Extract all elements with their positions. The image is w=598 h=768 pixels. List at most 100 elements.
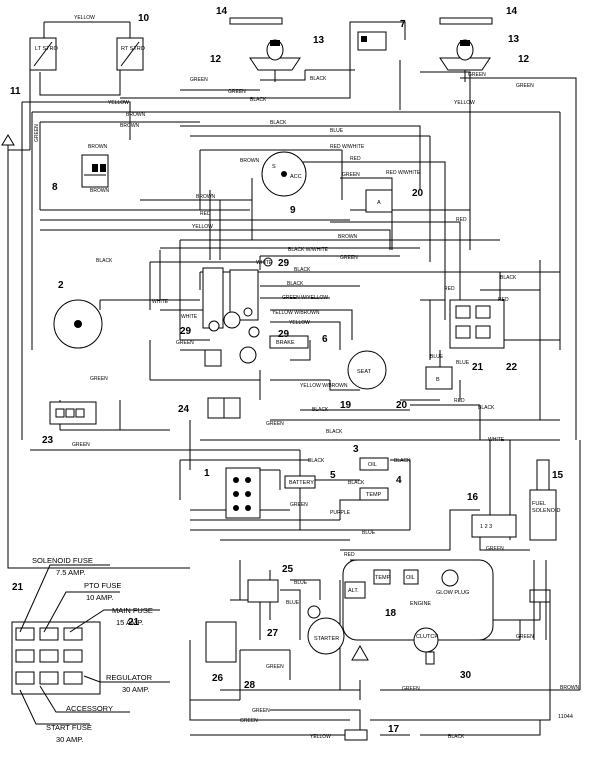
engine: ENGINE TEMP OIL ALT. GLOW PLUG	[342, 559, 494, 641]
svg-text:YELLOW W/BROWN: YELLOW W/BROWN	[272, 310, 320, 316]
svg-text:TEMP: TEMP	[366, 492, 382, 498]
wire-labels: YELLOW GREEN BLACK GREEN GREEN GREEN BLA…	[34, 15, 580, 740]
main-connector	[225, 467, 261, 519]
callout-15: 15	[552, 470, 564, 481]
regulator: 1 2 3	[471, 514, 517, 538]
callout-6: 6	[322, 334, 328, 345]
svg-text:BLACK: BLACK	[326, 429, 343, 435]
fuse-slots	[15, 627, 83, 685]
start-fuse-amp: 30 AMP.	[56, 735, 83, 744]
regulator-label: REGULATOR	[106, 673, 153, 682]
svg-text:GREEN: GREEN	[340, 255, 358, 261]
diode-module	[49, 401, 97, 425]
svg-text:GREEN: GREEN	[252, 708, 270, 714]
solenoid-fuse-amp: 7.5 AMP.	[56, 568, 85, 577]
solenoid-fuse-label: SOLENOID FUSE	[32, 556, 93, 565]
svg-text:RED: RED	[444, 286, 455, 292]
svg-text:WHITE: WHITE	[181, 314, 198, 320]
lt-strobe-label: LT STRO	[35, 46, 58, 52]
svg-text:GREEN: GREEN	[228, 89, 246, 95]
regulator-amp: 30 AMP.	[122, 685, 149, 694]
beacon-lamp-right	[439, 39, 491, 82]
svg-text:WHITE: WHITE	[256, 260, 273, 266]
svg-text:ALT.: ALT.	[348, 588, 359, 594]
ground-symbol	[1, 134, 369, 661]
svg-text:GREEN: GREEN	[516, 83, 534, 89]
svg-text:BROWN: BROWN	[126, 112, 146, 118]
svg-text:YELLOW: YELLOW	[289, 320, 310, 326]
inline-fuse	[344, 729, 368, 741]
central-harness-connectors	[202, 257, 273, 367]
svg-text:BLACK: BLACK	[308, 458, 325, 464]
svg-text:BLUE: BLUE	[330, 128, 344, 134]
svg-text:BLACK: BLACK	[250, 97, 267, 103]
svg-text:SOLENOID: SOLENOID	[532, 508, 560, 514]
start-fuse-label: START FUSE	[46, 723, 92, 732]
svg-text:BROWN: BROWN	[90, 188, 110, 194]
svg-text:BLACK: BLACK	[270, 120, 287, 126]
svg-text:GREEN W/YELLOW: GREEN W/YELLOW	[282, 295, 328, 301]
light-switch	[357, 31, 387, 51]
callout-21-fuse-right: 21	[128, 617, 140, 628]
pto-fuse-amp: 10 AMP.	[86, 593, 113, 602]
rt-strobe-label: RT STRO	[121, 46, 146, 52]
callout-7: 7	[400, 19, 406, 30]
callout-29c: 29	[278, 329, 290, 340]
svg-text:GREEN: GREEN	[266, 664, 284, 670]
callout-5: 5	[330, 470, 336, 481]
svg-text:BLUE: BLUE	[430, 354, 444, 360]
svg-text:BLACK: BLACK	[448, 734, 465, 740]
seat-switch: SEAT	[347, 350, 387, 390]
svg-text:RED: RED	[456, 217, 467, 223]
callout-13: 13	[313, 35, 325, 46]
svg-text:GREEN: GREEN	[486, 546, 504, 552]
svg-text:RED W/WHITE: RED W/WHITE	[330, 144, 365, 150]
svg-text:BROWN: BROWN	[120, 123, 140, 129]
svg-text:GREEN: GREEN	[402, 686, 420, 692]
callout-3: 3	[353, 444, 359, 455]
brake-switch: BRAKE	[269, 335, 309, 349]
svg-text:GREEN: GREEN	[34, 124, 40, 142]
svg-text:BLUE: BLUE	[286, 600, 300, 606]
svg-text:WHITE: WHITE	[488, 437, 505, 443]
callout-26: 26	[212, 673, 224, 684]
svg-text:BLACK: BLACK	[478, 405, 495, 411]
callout-17: 17	[388, 724, 400, 735]
callout-10: 10	[138, 13, 150, 24]
svg-text:BROWN: BROWN	[240, 158, 260, 164]
svg-text:BROWN: BROWN	[338, 234, 358, 240]
accessory-label: ACCESSORY	[66, 704, 113, 713]
relay-bank-right	[449, 299, 505, 349]
svg-text:YELLOW: YELLOW	[108, 100, 129, 106]
svg-text:GREEN: GREEN	[468, 72, 486, 78]
fuse-box	[11, 621, 101, 695]
callout-21-fuse-left: 21	[12, 582, 24, 593]
wire-harness	[7, 21, 581, 736]
svg-text:ENGINE: ENGINE	[410, 601, 431, 607]
svg-text:TEMP: TEMP	[375, 575, 391, 581]
svg-text:BATTERY: BATTERY	[289, 480, 314, 486]
svg-text:RED W/WHITE: RED W/WHITE	[386, 170, 421, 176]
callout-11: 11	[10, 86, 21, 97]
ignition-switch: S ACC	[261, 151, 307, 197]
callout-13b: 13	[508, 34, 520, 45]
svg-text:OIL: OIL	[406, 575, 415, 581]
svg-text:BROWN: BROWN	[88, 144, 108, 150]
svg-text:BLUE: BLUE	[294, 580, 308, 586]
main-fuse-label: MAIN FUSE	[112, 606, 153, 615]
callout-18: 18	[385, 608, 397, 619]
svg-text:RED: RED	[350, 156, 361, 162]
svg-text:BLACK: BLACK	[394, 458, 411, 464]
svg-text:CLUTCH: CLUTCH	[416, 634, 438, 640]
svg-text:GLOW PLUG: GLOW PLUG	[436, 590, 469, 596]
pto-relay	[207, 397, 241, 419]
svg-text:GREEN: GREEN	[190, 77, 208, 83]
svg-text:BLACK: BLACK	[310, 76, 327, 82]
relay-top: A	[365, 189, 393, 213]
fuel-solenoid-connector	[529, 560, 551, 640]
strobe-light-left	[229, 17, 493, 25]
svg-text:GREEN: GREEN	[240, 718, 258, 724]
fuse-legend: SOLENOID FUSE 7.5 AMP. PTO FUSE 10 AMP. …	[32, 556, 153, 744]
svg-text:RED: RED	[498, 297, 509, 303]
callout-20b: 20	[396, 400, 408, 411]
